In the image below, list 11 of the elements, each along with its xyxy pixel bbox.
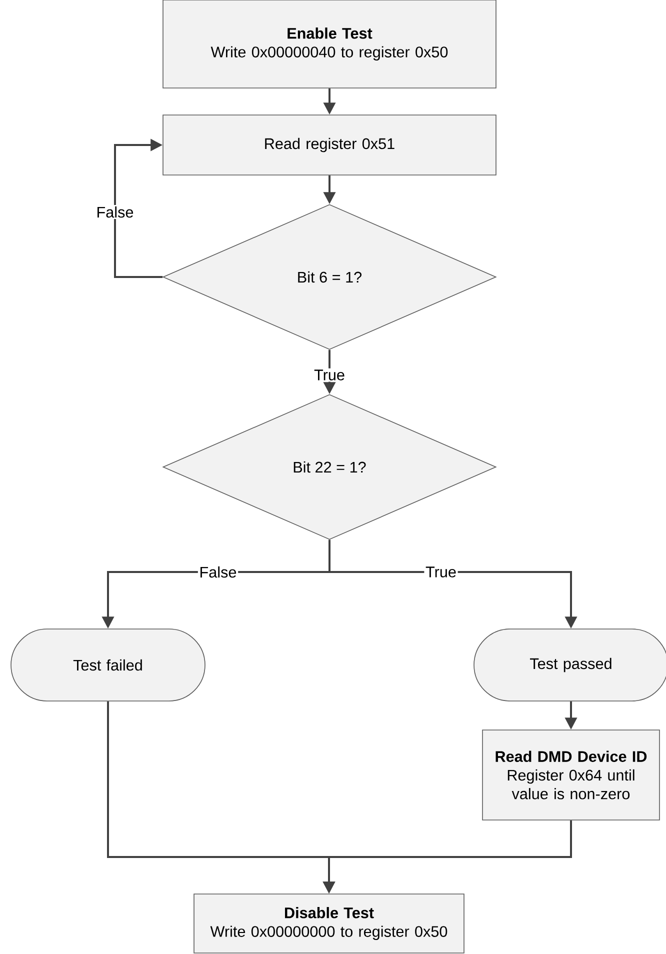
process-box: Enable Test Write 0x00000040 to register 0x50	[162, 0, 496, 88]
edge-label: False	[94, 205, 136, 219]
terminator-box: Test failed	[10, 628, 206, 702]
terminator-box: Test passed	[474, 628, 666, 702]
process-box: Disable Test Write 0x00000000 to register 0x50	[194, 894, 464, 954]
arrow	[114, 138, 163, 278]
edge-label: True	[312, 368, 346, 382]
edge-label: True	[424, 565, 458, 579]
edge-label: False	[198, 565, 238, 579]
process-box: Read register 0x51	[162, 114, 496, 176]
process-box: Read DMD Device ID Register 0x64 until value is non-zero	[482, 730, 660, 820]
